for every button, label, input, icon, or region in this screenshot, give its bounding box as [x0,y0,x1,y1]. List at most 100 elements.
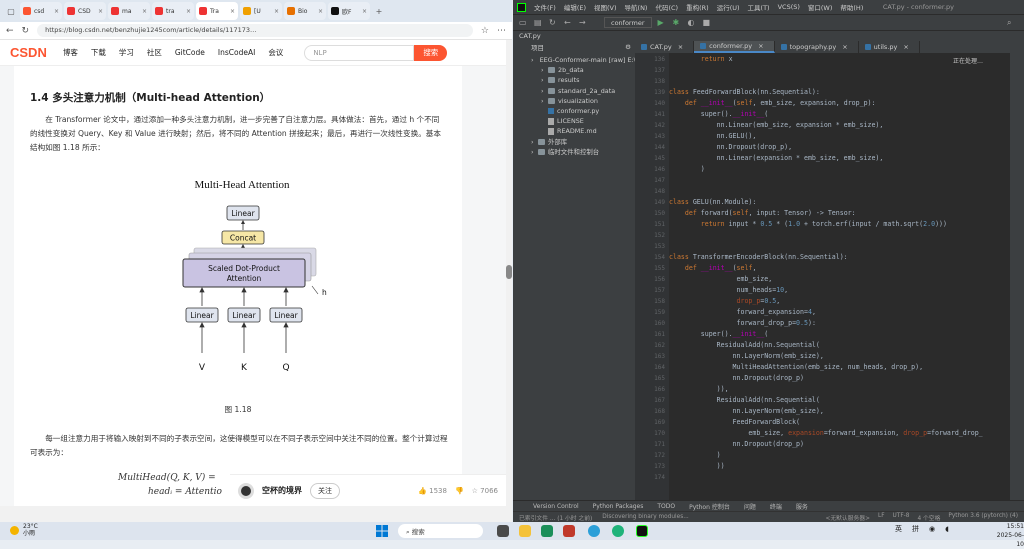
edge-icon[interactable] [588,525,600,537]
tool-window-button[interactable]: Python 控制台 [689,503,730,511]
close-icon[interactable]: × [361,7,367,15]
tool-window-button[interactable]: 问题 [743,503,756,511]
code-line[interactable]: class TransformerEncoderBlock(nn.Sequent… [669,253,848,261]
code-line[interactable]: nn.Linear(emb_size, expansion * emb_size… [669,121,884,129]
close-icon[interactable]: × [677,43,684,51]
code-line[interactable]: def forward(self, input: Tensor) -> Tens… [684,209,856,217]
app-icon[interactable] [541,525,553,537]
menu-item[interactable]: 窗口(W) [807,4,833,12]
code-line[interactable]: def __init__(self, emb_size, expansion, … [684,99,876,107]
tree-item[interactable]: ›2b_data [527,65,635,75]
close-icon[interactable]: × [842,43,848,51]
code-line[interactable]: super().__init__( [669,330,769,338]
refresh-icon[interactable]: ↻ [21,25,30,36]
project-panel-header[interactable]: 项目 ⚙ [527,41,635,53]
breadcrumb[interactable]: CAT.py [513,30,1024,41]
code-line[interactable]: class GELU(nn.Module): [669,198,757,206]
settings-icon[interactable]: ⚙ [625,43,631,51]
tree-item[interactable]: ›临时文件和控制台 [527,147,635,157]
debug-icon[interactable]: ✱ [672,18,680,27]
code-line[interactable]: nn.Dropout(drop_p) [669,440,804,448]
menu-item[interactable]: 视图(V) [594,4,617,12]
menu-item[interactable]: 编辑(E) [563,4,586,12]
url-field[interactable]: https://blog.csdn.net/benzhujie1245com/a… [37,24,473,37]
editor-tab[interactable]: conformer.py× [694,41,775,53]
status-item[interactable]: LF [877,512,885,519]
nav-learn[interactable]: 学习 [118,48,134,57]
save-icon[interactable]: ▤ [534,18,542,27]
code-line[interactable]: emb_size, [669,275,773,283]
more-icon[interactable]: ⋯ [497,25,506,36]
new-tab-icon[interactable]: + [375,6,383,16]
code-line[interactable]: nn.Linear(expansion * emb_size, emb_size… [669,154,884,162]
author-name[interactable]: 空杯的境界 [262,486,302,495]
browser-tab[interactable]: Tra× [196,2,238,20]
menu-item[interactable]: 运行(U) [716,4,740,12]
nav-blog[interactable]: 博客 [62,48,78,57]
volume-icon[interactable]: ◖ [945,525,949,533]
tool-window-button[interactable]: 终端 [769,503,782,511]
menu-item[interactable]: 代码(C) [655,4,679,12]
chevron-right-icon[interactable]: › [541,66,544,75]
close-icon[interactable]: × [317,7,323,15]
code-line[interactable]: )) [669,462,725,470]
windows-start-icon[interactable] [376,525,388,537]
browser-tab[interactable]: [U× [240,2,282,20]
code-line[interactable]: nn.GELU(), [669,132,757,140]
tree-item[interactable]: conformer.py [527,106,635,116]
browser-tab[interactable]: Bio× [284,2,326,20]
weather-widget[interactable]: 23°C 小雨 [10,523,38,537]
code-line[interactable]: return input * 0.5 * (1.0 + torch.erf(in… [700,220,947,228]
code-line[interactable]: return x [700,55,733,63]
tree-item[interactable]: ›visualization [527,96,635,106]
tool-window-button[interactable]: TODO [657,502,676,510]
network-icon[interactable]: ◉ [929,525,936,533]
file-explorer-icon[interactable] [519,525,531,537]
code-line[interactable] [669,76,1005,87]
code-line[interactable]: class FeedForwardBlock(nn.Sequential): [669,88,820,96]
browser-tab[interactable]: 欧F× [328,2,370,20]
close-icon[interactable]: × [229,7,235,15]
status-item[interactable]: <无默认服务器> [825,515,870,522]
browser-tab[interactable]: tra× [152,2,194,20]
browser-tab[interactable]: ma× [108,2,150,20]
close-icon[interactable]: × [903,43,909,51]
close-icon[interactable]: × [185,7,191,15]
code-line[interactable]: ResidualAdd(nn.Sequential( [669,341,820,349]
menu-item[interactable]: 重构(R) [686,4,709,12]
status-item[interactable]: UTF-8 [892,512,910,519]
code-line[interactable] [669,241,1005,252]
thumb-down-icon[interactable]: 👎 [454,486,464,495]
status-item[interactable]: 4 个空格 [917,515,941,522]
code-line[interactable] [669,186,1005,197]
search-icon[interactable]: ⌕ [1007,18,1012,27]
chevron-right-icon[interactable]: › [541,96,544,105]
code-line[interactable]: nn.Dropout(drop_p), [669,143,793,151]
task-view-icon[interactable] [497,525,509,537]
like-count[interactable]: 👍 1538 [418,486,447,495]
code-line[interactable]: super().__init__( [669,110,769,118]
close-icon[interactable]: × [758,42,764,50]
browser-tab[interactable]: csd× [20,2,62,20]
follow-button[interactable]: 关注 [310,482,340,499]
back-icon[interactable]: ← [6,25,14,36]
menu-item[interactable]: 导航(N) [624,4,648,12]
code-line[interactable]: nn.LayerNorm(emb_size), [669,407,824,415]
tree-item[interactable]: ›外部库 [527,137,635,147]
editor-tab[interactable]: utils.py× [859,41,920,53]
chevron-right-icon[interactable]: › [531,147,534,156]
close-icon[interactable]: × [53,7,59,15]
editor-tab[interactable]: topography.py× [775,41,859,53]
code-line[interactable]: ) [669,451,721,459]
window-menu-icon[interactable]: ▢ [7,6,15,16]
stop-icon[interactable]: ■ [702,18,711,27]
star-icon[interactable]: ☆ [480,25,489,36]
nav-gitcode[interactable]: GitCode [174,48,205,57]
nav-community[interactable]: 社区 [146,48,162,57]
menu-item[interactable]: 文件(F) [534,4,556,12]
tree-item[interactable]: ›EEG-Conformer-main [raw] E:\ [527,55,636,65]
code-line[interactable]: forward_expansion=4, [669,308,816,316]
code-line[interactable]: def __init__(self, [684,264,757,272]
chrome-icon[interactable] [612,525,624,537]
nav-download[interactable]: 下载 [90,48,106,57]
